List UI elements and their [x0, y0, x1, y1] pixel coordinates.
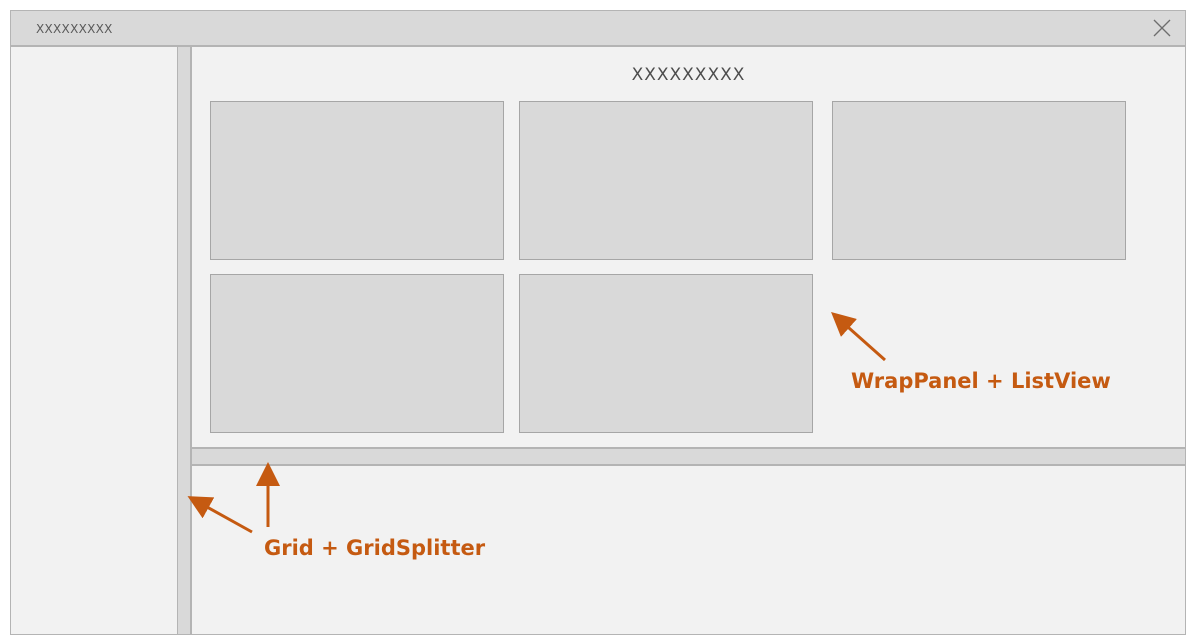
- list-item-tile[interactable]: [832, 101, 1126, 260]
- list-item-tile[interactable]: [210, 101, 504, 260]
- window-title: XXXXXXXXX: [36, 22, 113, 36]
- app-window: XXXXXXXXX XXXXXXXXX: [10, 10, 1186, 635]
- content-header: XXXXXXXXX: [631, 65, 746, 85]
- list-item-tile[interactable]: [519, 101, 813, 260]
- title-bar: XXXXXXXXX: [11, 11, 1185, 47]
- vertical-grid-splitter[interactable]: [177, 47, 192, 634]
- top-pane: XXXXXXXXX: [192, 47, 1185, 447]
- list-item-tile[interactable]: [519, 274, 813, 433]
- left-pane: [11, 47, 177, 634]
- list-item-tile[interactable]: [210, 274, 504, 433]
- wrappanel-annotation: WrapPanel + ListView: [851, 369, 1111, 393]
- gridsplitter-annotation: Grid + GridSplitter: [264, 536, 486, 560]
- horizontal-grid-splitter[interactable]: [192, 447, 1185, 466]
- bottom-pane: [192, 466, 1185, 634]
- close-icon[interactable]: [1153, 19, 1171, 37]
